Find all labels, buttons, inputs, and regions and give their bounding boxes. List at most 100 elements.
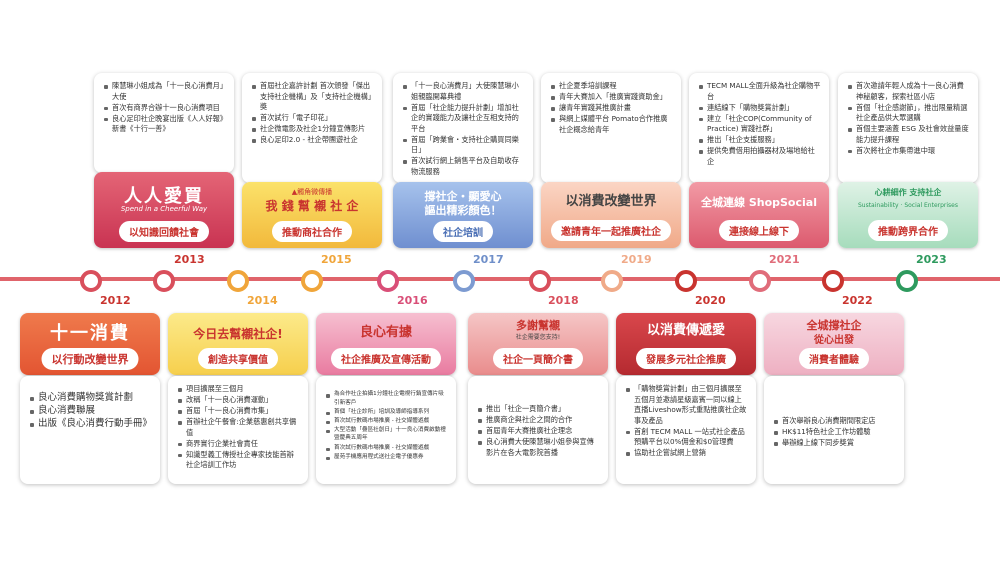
list-item: 首屆社企嘉許計劃 首次頒發「傑出支持社企機構」及「支持社企機構」獎 bbox=[252, 81, 374, 113]
year-label-2014: 2014 bbox=[247, 294, 278, 307]
timeline-node-2019 bbox=[601, 270, 623, 292]
year-label-2021: 2021 bbox=[769, 253, 800, 266]
list-item: 屋苑手機應用程式送社企電子優惠券 bbox=[326, 453, 448, 462]
list-item: 推出「社企一頁簡介書」 bbox=[478, 404, 600, 415]
banner-logo-2: 謳出精彩顏色！ bbox=[424, 204, 502, 217]
year-label-2023: 2023 bbox=[916, 253, 947, 266]
timeline-node-2013 bbox=[153, 270, 175, 292]
card-2013: 陳慧琳小姐成為「十一良心消費月」大使 首次有商界合辦十一良心消費項目 良心足印社… bbox=[94, 73, 234, 173]
banner-2021: 全城連線 ShopSocial 連接線上線下 bbox=[689, 182, 829, 248]
list-item: 首個「社企診所」培訓及導師指導系列 bbox=[326, 408, 448, 417]
year-label-2013: 2013 bbox=[174, 253, 205, 266]
banner-logo: 良心有據 bbox=[359, 325, 412, 340]
timeline-node-2020 bbox=[675, 270, 697, 292]
banner-title: 消費者體驗 bbox=[799, 348, 869, 369]
list-item: 青年大賽加入「推廣實踐資助金」 bbox=[551, 92, 673, 103]
banner-2020: 以消費傳遞愛 發展多元社企推廣 bbox=[616, 313, 756, 375]
banner-title: 社企培訓 bbox=[433, 221, 493, 242]
list-item: 首屆「十一良心消費市集」 bbox=[178, 406, 300, 417]
banner-2014: 今日去幫襯社企! 創造共享價值 bbox=[168, 313, 308, 375]
list-item: 首次將社企市集帶進中環 bbox=[848, 146, 970, 157]
banner-title: 發展多元社企推廣 bbox=[636, 348, 736, 369]
list-item: 商界實行企業社會責任 bbox=[178, 439, 300, 450]
list-item: 陳慧琳小姐成為「十一良心消費月」大使 bbox=[104, 81, 226, 102]
timeline-node-2016 bbox=[377, 270, 399, 292]
year-label-2022: 2022 bbox=[842, 294, 873, 307]
banner-logo: 以消費改變世界 bbox=[565, 194, 657, 209]
list-item: 項目擴展至三個月 bbox=[178, 384, 300, 395]
card-2019: 社企夏季培訓課程 青年大賽加入「推廣實踐資助金」 讓青年實踐其推廣計畫 與網上媒… bbox=[541, 73, 681, 183]
timeline-node-2017 bbox=[453, 270, 475, 292]
card-2018: 推出「社企一頁簡介書」 推廣商企與社企之間的合作 首屆青年大賽推廣社企理念 良心… bbox=[468, 376, 608, 484]
list-item: 良心消費聯展 bbox=[30, 405, 152, 418]
timeline-line bbox=[0, 277, 1000, 281]
banner-logo-2: 社企需要您支持! bbox=[515, 334, 561, 341]
list-item: HK$11特色社企工作坊體驗 bbox=[774, 427, 896, 438]
banner-2015: ▲觸角微傳播 我 錢 幫 襯 社 企 推動商社合作 bbox=[242, 182, 382, 248]
list-item: 首次試行「電子印花」 bbox=[252, 113, 374, 124]
banner-title: 以知識回饋社會 bbox=[119, 221, 209, 242]
banner-title: 連接線上線下 bbox=[719, 220, 799, 241]
year-label-2019: 2019 bbox=[621, 253, 652, 266]
list-item: 社企微電影及社企1分鐘宣傳影片 bbox=[252, 124, 374, 135]
list-item: 大型活動「疊區社創日」十一良心消費啟動禮暨慶典五周年 bbox=[326, 426, 448, 443]
banner-2019: 以消費改變世界 邀請青年一起推廣社企 bbox=[541, 182, 681, 248]
banner-title: 推動商社合作 bbox=[272, 221, 352, 242]
list-item: 首次有商界合辦十一良心消費項目 bbox=[104, 103, 226, 114]
list-item: 讓青年實踐其推廣計畫 bbox=[551, 103, 673, 114]
list-item: 舉辦線上線下同步獎賞 bbox=[774, 438, 896, 449]
list-item: 提供免費借用拍攝器材及場地給社企 bbox=[699, 146, 821, 167]
year-label-2017: 2017 bbox=[473, 253, 504, 266]
list-item: 首次試行數碼市場推廣 - 社交媒體遊戲 bbox=[326, 417, 448, 426]
banner-logo: 十一消費 bbox=[50, 323, 130, 344]
card-2014: 項目擴展至三個月 改稱「十一良心消費運動」 首屆「十一良心消費市集」 首辦社企午… bbox=[168, 376, 308, 484]
timeline-node-2023 bbox=[896, 270, 918, 292]
list-item: 建立「社企COP(Community of Practice) 實踐社群」 bbox=[699, 114, 821, 135]
list-item: 「購物獎賞計劃」由三個月擴展至五個月並邀請星級嘉賓一同以線上直播Liveshow… bbox=[626, 384, 747, 425]
year-label-2015: 2015 bbox=[321, 253, 352, 266]
banner-logo: 人人愛買 bbox=[124, 186, 204, 207]
card-2016: 為合作社企拍攝1分鐘社企電視行銷宣傳片吸引新客戶 首個「社企診所」培訓及導師指導… bbox=[316, 376, 456, 484]
list-item: 首屆青年大賽推廣社企理念 bbox=[478, 426, 600, 437]
banner-logo: 全城撐社企 bbox=[806, 319, 862, 332]
list-item: 與網上媒體平台 Pomato合作推廣社企概念給青年 bbox=[551, 114, 673, 135]
banner-small: ▲觸角微傳播 bbox=[291, 188, 333, 196]
banner-2013: 人人愛買 Spend in a Cheerful Way 以知識回饋社會 bbox=[94, 172, 234, 248]
card-2017: 「十一良心消費月」大使陳慧琳小姐親臨開幕典禮 首屆「社企能力提升計劃」增加社企的… bbox=[393, 73, 533, 183]
list-item: 首次試行數碼市場推廣 - 社交媒體遊戲 bbox=[326, 444, 448, 453]
list-item: 良心消費購物獎賞計劃 bbox=[30, 392, 152, 405]
year-label-2018: 2018 bbox=[548, 294, 579, 307]
banner-2022: 全城撐社企 從心出發 消費者體驗 bbox=[764, 313, 904, 375]
list-item: 知識型義工傳授社企專家技能首辦社企培訓工作坊 bbox=[178, 450, 300, 471]
card-2021: TECM MALL全面升級為社企購物平台 連結線下「購物獎賞計劃」 建立「社企C… bbox=[689, 73, 829, 183]
banner-logo: 今日去幫襯社企! bbox=[193, 327, 283, 341]
banner-2012: 十一消費 以行動改變世界 bbox=[20, 313, 160, 375]
list-item: 首創 TECM MALL 一站式社企產品預購平台以0%佣金和$0管理費 bbox=[626, 427, 748, 448]
timeline-node-2015 bbox=[301, 270, 323, 292]
list-item: 首屆「跨業會・支持社企購買同樂日」 bbox=[403, 135, 525, 156]
list-item: 社企夏季培訓課程 bbox=[551, 81, 673, 92]
banner-2018: 多謝幫襯 社企需要您支持! 社企一頁簡介書 bbox=[468, 313, 608, 375]
banner-title: 社企推廣及宣傳活動 bbox=[331, 348, 441, 369]
list-item: 協助社企嘗試網上營銷 bbox=[626, 448, 748, 459]
list-item: 首次舉辦良心消費期間限定店 bbox=[774, 416, 896, 427]
banner-logo: 全城連線 ShopSocial bbox=[701, 196, 817, 209]
list-item: 良心足印社企晚宴出版《人人好報》新書《十行一善》 bbox=[104, 114, 226, 135]
banner-logo: 心耕細作 支持社企 bbox=[874, 188, 942, 197]
list-item: 首次試行網上銷售平台及自助收存物流服務 bbox=[403, 156, 525, 177]
year-label-2012: 2012 bbox=[100, 294, 131, 307]
banner-logo: 撐社企・顯愛心 bbox=[424, 190, 502, 203]
list-item: 良心消費大使陳慧琳小姐參與宣傳影片在各大電影院首播 bbox=[478, 437, 600, 458]
banner-logo-2: Sustainability · Social Enterprises bbox=[857, 202, 959, 209]
banner-logo: 以消費傳遞愛 bbox=[646, 323, 725, 338]
list-item: 為合作社企拍攝1分鐘社企電視行銷宣傳片吸引新客戶 bbox=[326, 390, 448, 407]
banner-title: 創造共享價值 bbox=[198, 348, 278, 369]
list-item: 首次邀請年輕人成為十一良心消費神秘顧客，探索社區小店 bbox=[848, 81, 970, 102]
year-label-2020: 2020 bbox=[695, 294, 726, 307]
card-2023: 首次邀請年輕人成為十一良心消費神秘顧客，探索社區小店 首個「社企感謝節」，推出限… bbox=[838, 73, 978, 183]
list-item: 首個「社企感謝節」，推出限量精選社企產品供大眾選購 bbox=[848, 103, 970, 124]
list-item: 推出「社企支援服務」 bbox=[699, 135, 821, 146]
card-2012: 良心消費購物獎賞計劃 良心消費聯展 出版《良心消費行動手冊》 bbox=[20, 376, 160, 484]
banner-2016: 良心有據 社企推廣及宣傳活動 bbox=[316, 313, 456, 375]
card-2020: 「購物獎賞計劃」由三個月擴展至五個月並邀請星級嘉賓一同以線上直播Liveshow… bbox=[616, 376, 756, 484]
